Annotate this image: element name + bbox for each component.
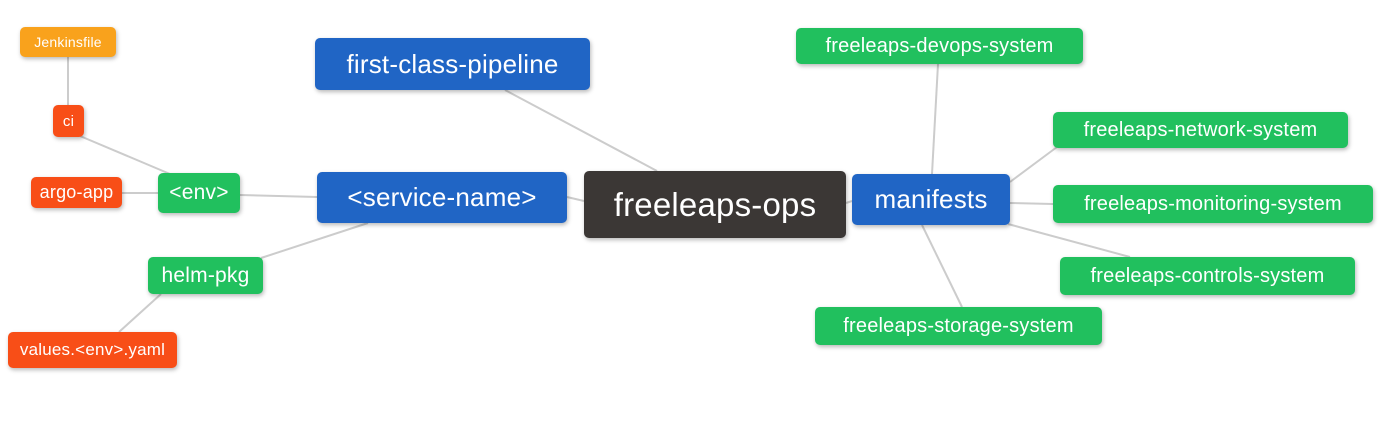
node-freeleaps-monitoring-system[interactable]: freeleaps-monitoring-system	[1053, 185, 1373, 223]
edge-manifests--freeleaps-controls-system	[1007, 223, 1131, 258]
edge-service-name--helm-pkg	[260, 222, 369, 259]
edge-helm-pkg--values-env-yaml	[118, 293, 162, 333]
node-jenkinsfile[interactable]: Jenkinsfile	[20, 27, 116, 57]
edge-service-name--freeleaps-ops	[566, 196, 585, 202]
node-freeleaps-devops-system[interactable]: freeleaps-devops-system	[796, 28, 1083, 64]
node-freeleaps-storage-system[interactable]: freeleaps-storage-system	[815, 307, 1102, 345]
node-freeleaps-ops[interactable]: freeleaps-ops	[584, 171, 846, 238]
node-values-env-yaml[interactable]: values.<env>.yaml	[8, 332, 177, 368]
edge-manifests--freeleaps-network-system	[1009, 146, 1058, 183]
node-env[interactable]: <env>	[158, 173, 240, 213]
edge-ci--env	[79, 135, 171, 175]
node-freeleaps-network-system[interactable]: freeleaps-network-system	[1053, 112, 1348, 148]
node-first-class-pipeline[interactable]: first-class-pipeline	[315, 38, 590, 90]
node-service-name[interactable]: <service-name>	[317, 172, 567, 223]
edge-first-class-pipeline--freeleaps-ops	[504, 89, 658, 172]
edge-env--service-name	[239, 194, 318, 198]
node-helm-pkg[interactable]: helm-pkg	[148, 257, 263, 294]
edge-manifests--freeleaps-monitoring-system	[1009, 202, 1054, 205]
edge-manifests--freeleaps-storage-system	[921, 224, 963, 308]
node-freeleaps-controls-system[interactable]: freeleaps-controls-system	[1060, 257, 1355, 295]
edge-manifests--freeleaps-devops-system	[931, 63, 939, 175]
node-ci[interactable]: ci	[53, 105, 84, 137]
node-manifests[interactable]: manifests	[852, 174, 1010, 225]
node-argo-app[interactable]: argo-app	[31, 177, 122, 208]
